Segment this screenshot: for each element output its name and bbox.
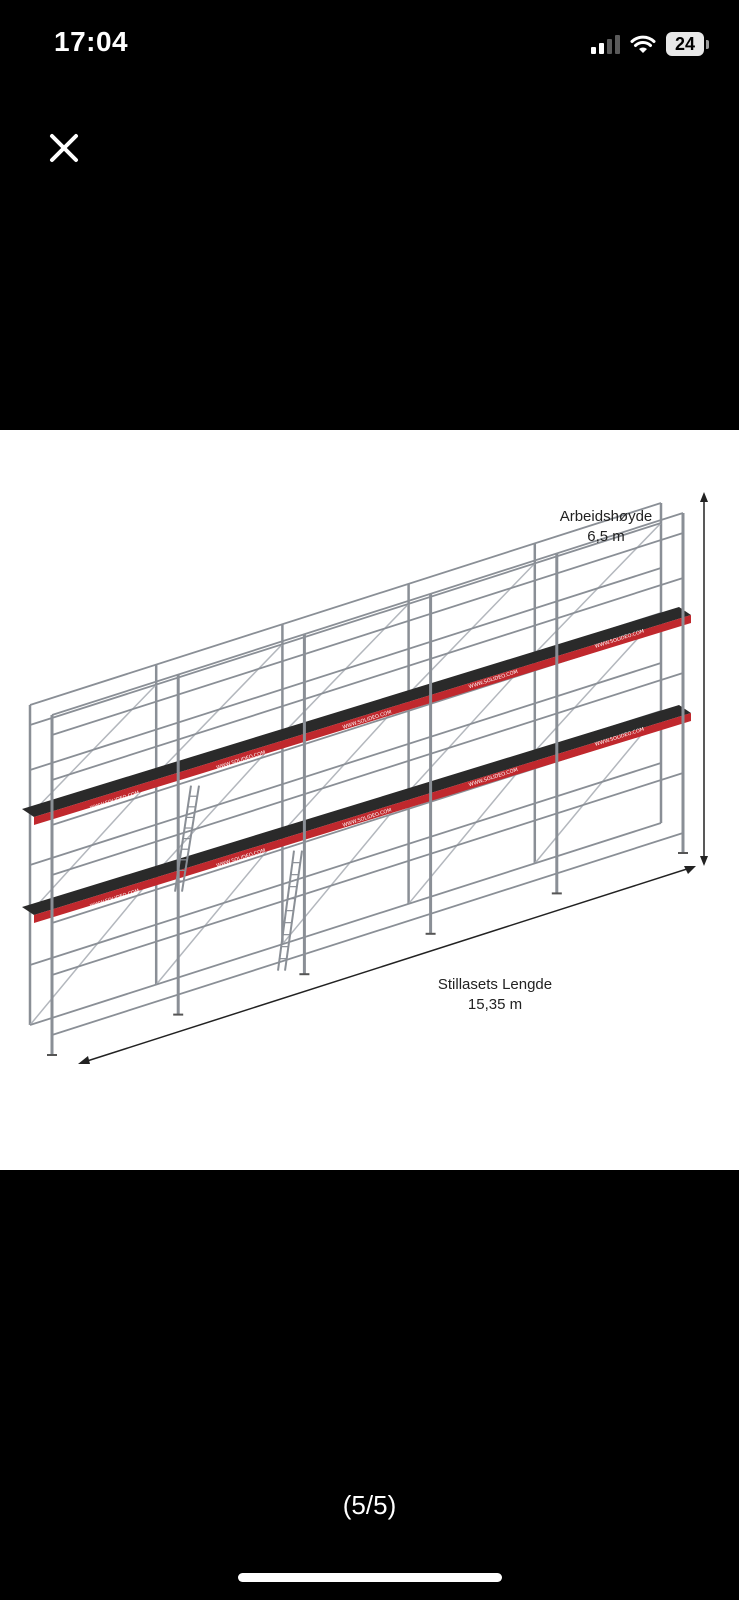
height-arrowhead-top xyxy=(700,492,708,502)
scaffold-deck-board xyxy=(22,607,691,817)
scaffold-rail xyxy=(51,532,684,736)
cellular-signal-icon xyxy=(591,34,620,54)
length-value: 15,35 m xyxy=(467,996,523,1013)
scaffold-deck-board xyxy=(22,705,691,915)
status-bar: 17:04 24 xyxy=(0,0,739,90)
length-dimension-line xyxy=(83,867,691,1063)
length-arrowhead-right xyxy=(684,866,696,874)
height-arrowhead-bottom xyxy=(700,856,708,866)
scaffold-rail xyxy=(51,832,684,1036)
scaffold-rail xyxy=(29,502,662,706)
wifi-icon xyxy=(630,34,656,54)
scaffold-rail xyxy=(29,662,662,866)
scaffold-rail xyxy=(51,672,684,876)
scaffold-rail xyxy=(51,512,684,716)
page-indicator: (5/5) xyxy=(342,1490,397,1520)
battery-level: 24 xyxy=(666,32,704,56)
length-arrowhead-left xyxy=(78,1056,90,1064)
scaffold-rail xyxy=(51,772,684,976)
height-dimension-label: Arbeidshøyde 6,5 m xyxy=(545,507,667,547)
close-icon xyxy=(50,134,78,162)
height-value: 6,5 m xyxy=(587,528,625,545)
length-dimension-label: Stillasets Lengde 15,35 m xyxy=(410,975,580,1015)
scaffold-deck-toeboard xyxy=(34,713,691,923)
scaffold-deck-toeboard xyxy=(34,615,691,825)
length-label: Stillasets Lengde xyxy=(437,976,553,993)
scaffold-illustration: WWW.SOLIDEO.COMWWW.SOLIDEO.COMWWW.SOLIDE… xyxy=(22,492,708,1064)
status-icons: 24 xyxy=(591,30,709,58)
close-button[interactable] xyxy=(44,128,84,168)
scaffold-rail xyxy=(29,522,662,726)
home-indicator[interactable] xyxy=(238,1573,502,1582)
height-label: Arbeidshøyde xyxy=(559,508,653,525)
status-time: 17:04 xyxy=(54,26,129,57)
battery-icon: 24 xyxy=(666,32,709,56)
scaffold-rail xyxy=(51,577,684,781)
